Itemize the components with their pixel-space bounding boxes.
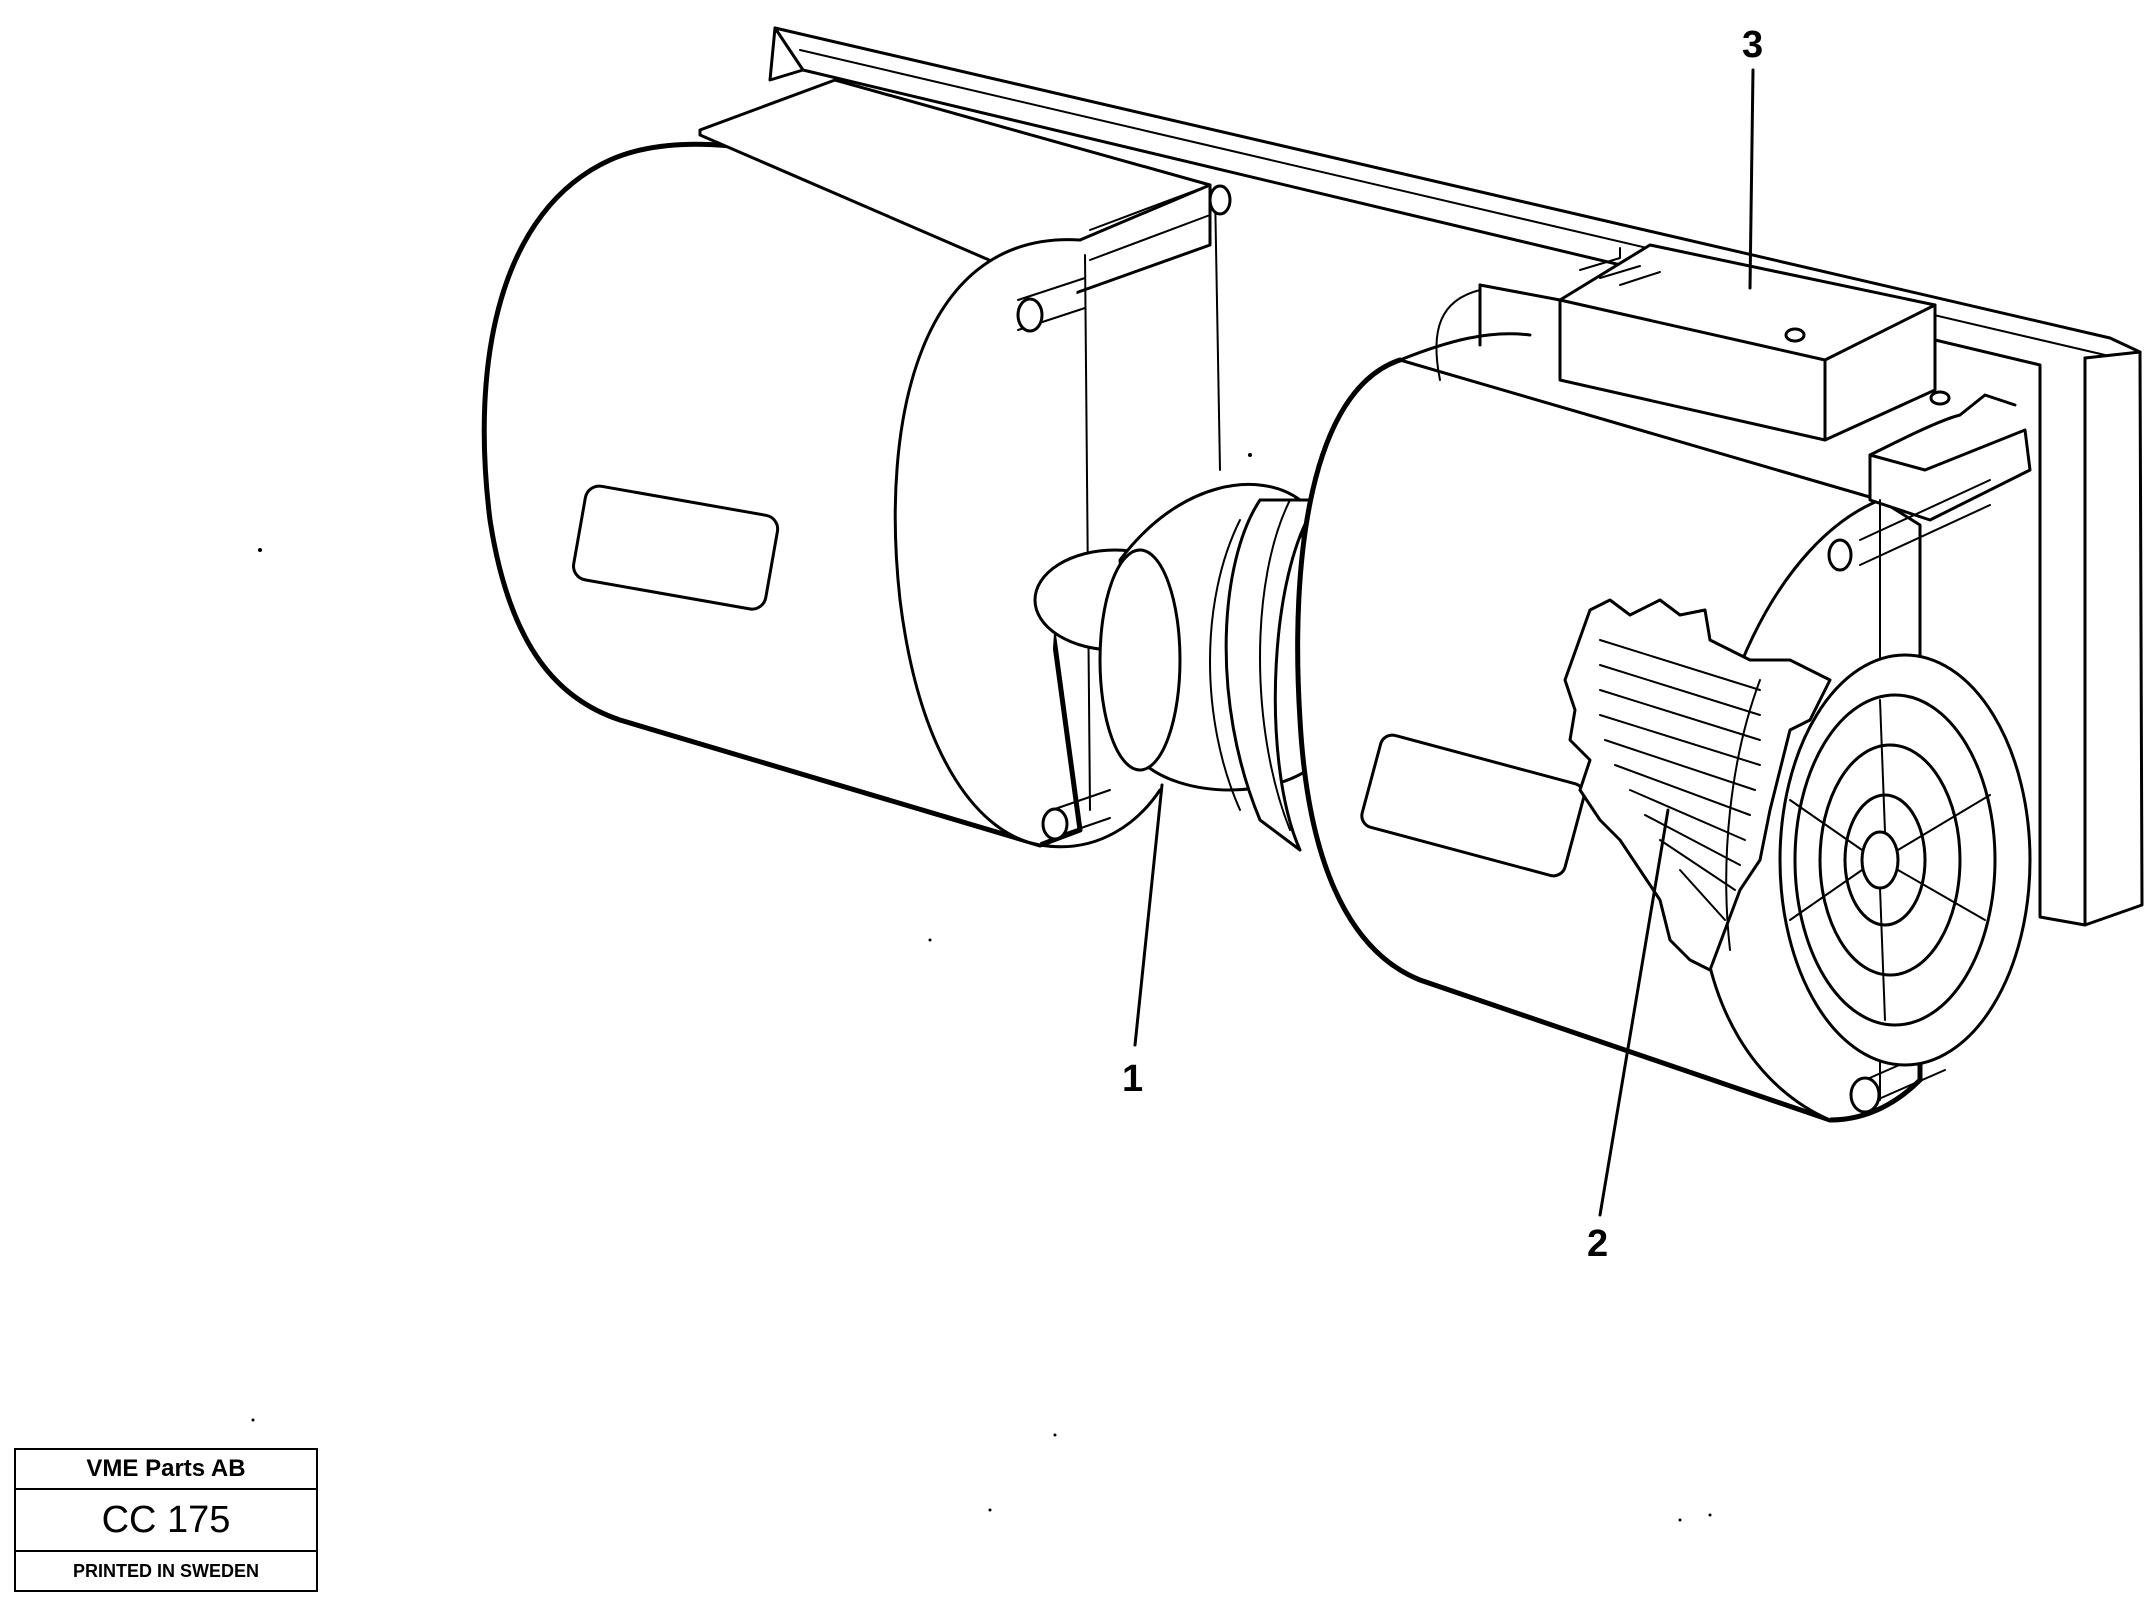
title-block-company: VME Parts AB xyxy=(16,1450,316,1490)
leader-line-2 xyxy=(1598,808,1670,1217)
title-block-printed: PRINTED IN SWEDEN xyxy=(72,1561,259,1581)
intake-grille xyxy=(1778,653,2032,1067)
left-blower-housing xyxy=(481,78,1232,849)
fan-impeller xyxy=(1563,598,1832,972)
callout-part-2: 2 xyxy=(1587,1223,1609,1265)
title-block: VME Parts AB CC 175 PRINTED IN SWEDEN xyxy=(14,1448,318,1592)
callout-part-1: 1 xyxy=(1122,1058,1144,1100)
speckles xyxy=(251,453,1712,1522)
leader-lines xyxy=(1133,68,1755,1217)
leader-line-3 xyxy=(1748,68,1755,290)
motor xyxy=(1033,478,1348,852)
leader-line-1 xyxy=(1133,783,1164,1047)
control-box xyxy=(1435,243,1951,442)
title-block-code: CC 175 xyxy=(16,1490,316,1552)
callout-part-3: 3 xyxy=(1742,24,1764,66)
